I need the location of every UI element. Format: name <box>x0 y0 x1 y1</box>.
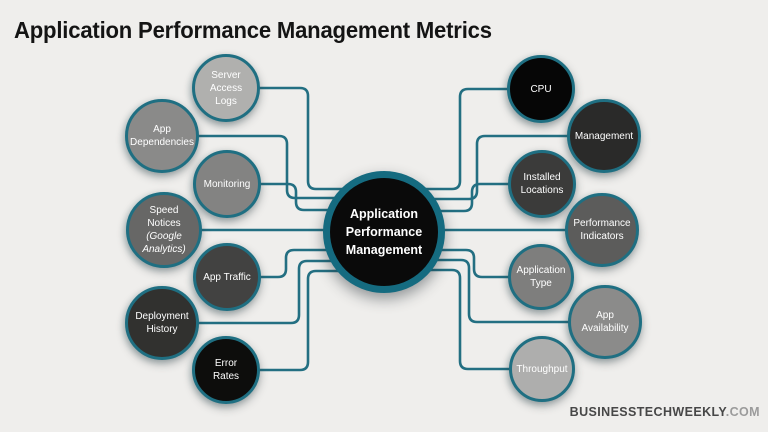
node-central-apm: Application Performance Management <box>323 171 445 293</box>
connector-deployment-history <box>170 259 360 325</box>
node-label: Speed Notices <box>147 205 181 229</box>
node-server-access-logs: Server Access Logs <box>192 54 260 122</box>
node-throughput: Throughput <box>509 336 575 402</box>
node-label: Installed Locations <box>520 172 564 196</box>
node-label: CPU <box>530 83 552 95</box>
connector-throughput <box>408 268 533 371</box>
node-label-group: Speed Notices (Google Analytics) <box>138 204 190 256</box>
connector-server-access-logs <box>235 86 360 191</box>
node-performance-indicators: Performance Indicators <box>565 193 639 267</box>
node-app-traffic: App Traffic <box>193 243 261 311</box>
brand-domain-suffix: .COM <box>725 405 760 419</box>
node-installed-locations: Installed Locations <box>508 150 576 218</box>
connector-installed-locations <box>408 182 533 213</box>
node-label: Throughput <box>516 363 568 375</box>
node-label: Management <box>574 130 634 142</box>
node-monitoring: Monitoring <box>193 150 261 218</box>
node-label: App Traffic <box>203 271 251 283</box>
node-label: Monitoring <box>203 178 251 190</box>
connector-monitoring <box>235 182 360 212</box>
node-label: App Availability <box>581 310 629 334</box>
node-label: App Dependencies <box>130 124 194 148</box>
brand-name: BUSINESSTECHWEEKLY <box>569 405 726 419</box>
node-error-rates: Error Rates <box>192 336 260 404</box>
connector-app-traffic <box>235 248 360 279</box>
node-management: Management <box>567 99 641 173</box>
brand-watermark: BUSINESSTECHWEEKLY.COM <box>570 405 760 419</box>
connector-app-availability <box>408 258 590 324</box>
node-cpu: CPU <box>507 55 575 123</box>
node-application-type: Application Type <box>508 244 574 310</box>
node-label: Server Access Logs <box>209 69 243 107</box>
node-deployment-history: Deployment History <box>125 286 199 360</box>
node-app-availability: App Availability <box>568 285 642 359</box>
node-app-dependencies: App Dependencies <box>125 99 199 173</box>
connector-app-dependencies <box>170 134 360 200</box>
node-speed-notices: Speed Notices (Google Analytics) <box>126 192 202 268</box>
node-label: Performance Indicators <box>573 218 631 242</box>
connector-cpu <box>408 87 533 191</box>
node-label: Error Rates <box>212 358 240 382</box>
node-label: Application Type <box>516 265 566 289</box>
page-title: Application Performance Management Metri… <box>14 17 492 43</box>
node-sublabel: (Google Analytics) <box>142 231 186 255</box>
node-label: Deployment History <box>135 311 189 335</box>
connector-application-type <box>408 248 533 279</box>
connector-error-rates <box>235 269 360 372</box>
